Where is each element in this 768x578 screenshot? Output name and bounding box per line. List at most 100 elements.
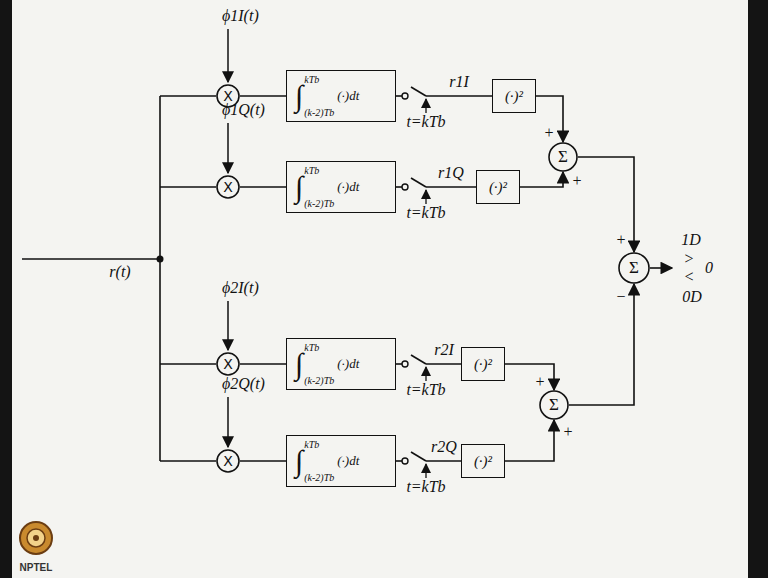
switch-contact bbox=[402, 458, 408, 464]
operation-text: (·)² bbox=[474, 453, 492, 470]
connector-line bbox=[425, 367, 426, 381]
sum-sign: Σ bbox=[558, 147, 568, 167]
signal-label: ϕ1I(t) bbox=[222, 7, 259, 24]
lower-limit: (k-2)Tb bbox=[304, 472, 334, 483]
sum-sign: Σ bbox=[629, 258, 639, 278]
connector bbox=[505, 364, 554, 390]
connector-line bbox=[396, 363, 402, 365]
connector-line bbox=[425, 190, 426, 204]
label-holder: r2I bbox=[434, 341, 454, 359]
integral-sign: ∫ bbox=[295, 446, 303, 476]
connector-line bbox=[240, 363, 286, 365]
connector-line bbox=[411, 178, 426, 187]
integrator-box: ∫kTb (k-2)Tb(·)dt bbox=[286, 435, 396, 487]
connector-line bbox=[411, 452, 426, 461]
summer-circle: Σ bbox=[618, 252, 650, 284]
lower-limit: (k-2)Tb bbox=[304, 198, 334, 209]
label-holder: ϕ1I(t) bbox=[222, 7, 259, 25]
signal-label: + bbox=[563, 423, 574, 440]
connector bbox=[569, 284, 634, 405]
connector bbox=[240, 187, 286, 188]
connector bbox=[240, 96, 286, 97]
connector bbox=[578, 157, 634, 252]
signal-label: t=kTb bbox=[406, 113, 445, 130]
integral-limits: kTb(k-2)Tb bbox=[304, 165, 334, 209]
signal-label: < bbox=[684, 268, 695, 285]
label-holder: 0D bbox=[682, 288, 702, 306]
label-holder: − bbox=[616, 288, 627, 306]
integrator-box: ∫kTb (k-2)Tb(·)dt bbox=[286, 70, 396, 122]
signal-label: + bbox=[544, 124, 555, 141]
connector-line bbox=[396, 460, 402, 462]
label-holder: t=kTb bbox=[406, 381, 445, 399]
signal-label: r2I bbox=[434, 341, 454, 358]
label-holder: 1D bbox=[681, 231, 701, 249]
connector-line bbox=[426, 460, 461, 462]
summer-circle: Σ bbox=[548, 142, 578, 172]
switch-contact bbox=[402, 93, 408, 99]
upper-limit: kTb bbox=[304, 439, 334, 450]
label-holder: + bbox=[544, 124, 555, 142]
label-holder: + bbox=[535, 373, 546, 391]
integrator-box: ∫kTb(k-2)Tb(·)dt bbox=[286, 338, 396, 390]
signal-label: + bbox=[572, 172, 583, 189]
squarer-box: (·)² bbox=[476, 170, 520, 204]
switch-contact bbox=[402, 184, 408, 190]
connector bbox=[396, 452, 461, 478]
label-holder: t=kTb bbox=[406, 204, 445, 222]
integral-limits: kTb (k-2)Tb bbox=[304, 74, 334, 118]
connector bbox=[396, 178, 476, 204]
integrand: (·)dt bbox=[337, 179, 359, 195]
junction-dot bbox=[157, 256, 164, 263]
signal-label: + bbox=[535, 373, 546, 390]
connector-line bbox=[425, 464, 426, 478]
operation-text: (·)² bbox=[489, 179, 507, 196]
operation-text: (·)² bbox=[474, 356, 492, 373]
summer-circle: Σ bbox=[539, 390, 569, 420]
squarer-box: (·)² bbox=[461, 347, 505, 381]
logo-text: NPTEL bbox=[20, 562, 53, 573]
label-holder: ϕ2I(t) bbox=[222, 279, 259, 297]
label-holder: ϕ2Q(t) bbox=[222, 375, 265, 393]
label-holder: r(t) bbox=[109, 263, 130, 281]
squarer-box: (·)² bbox=[492, 79, 536, 113]
multiplier: X bbox=[216, 449, 240, 473]
label-holder: 0 bbox=[705, 259, 713, 277]
connector bbox=[520, 172, 563, 187]
label-holder: > bbox=[684, 250, 695, 268]
output-arrow bbox=[650, 267, 672, 269]
label-holder: t=kTb bbox=[406, 478, 445, 496]
connector-line bbox=[569, 284, 634, 405]
integral-sign: ∫ bbox=[295, 81, 303, 111]
integral-limits: kTb(k-2)Tb bbox=[304, 342, 334, 386]
signal-label: ϕ2I(t) bbox=[222, 279, 259, 296]
signal-label: ϕ2Q(t) bbox=[222, 375, 265, 392]
signal-label: ϕ1Q(t) bbox=[222, 101, 265, 118]
integral-limits: kTb (k-2)Tb bbox=[304, 439, 334, 483]
connector bbox=[240, 461, 286, 462]
connector-line bbox=[396, 95, 402, 97]
integrand: (·)dt bbox=[337, 356, 359, 372]
connector-line bbox=[411, 355, 426, 364]
integrator-box: ∫kTb(k-2)Tb(·)dt bbox=[286, 161, 396, 213]
label-holder: ϕ1Q(t) bbox=[222, 101, 265, 119]
signal-label: > bbox=[684, 250, 695, 267]
connector bbox=[240, 364, 286, 365]
integrand: (·)dt bbox=[337, 453, 359, 469]
integrand: (·)dt bbox=[337, 88, 359, 104]
label-holder: t=kTb bbox=[406, 113, 445, 131]
upper-limit: kTb bbox=[304, 74, 334, 85]
connector-line bbox=[520, 172, 563, 187]
connector-line bbox=[240, 186, 286, 188]
multiply-sign: X bbox=[223, 356, 233, 372]
signal-label: 0D bbox=[682, 288, 702, 305]
connector-line bbox=[426, 363, 461, 365]
lower-limit: (k-2)Tb bbox=[304, 107, 334, 118]
connector-line bbox=[411, 87, 426, 96]
label-holder: r1I bbox=[449, 73, 469, 91]
connector-line bbox=[426, 95, 492, 97]
multiply-sign: X bbox=[223, 179, 233, 195]
switch-contact bbox=[402, 361, 408, 367]
